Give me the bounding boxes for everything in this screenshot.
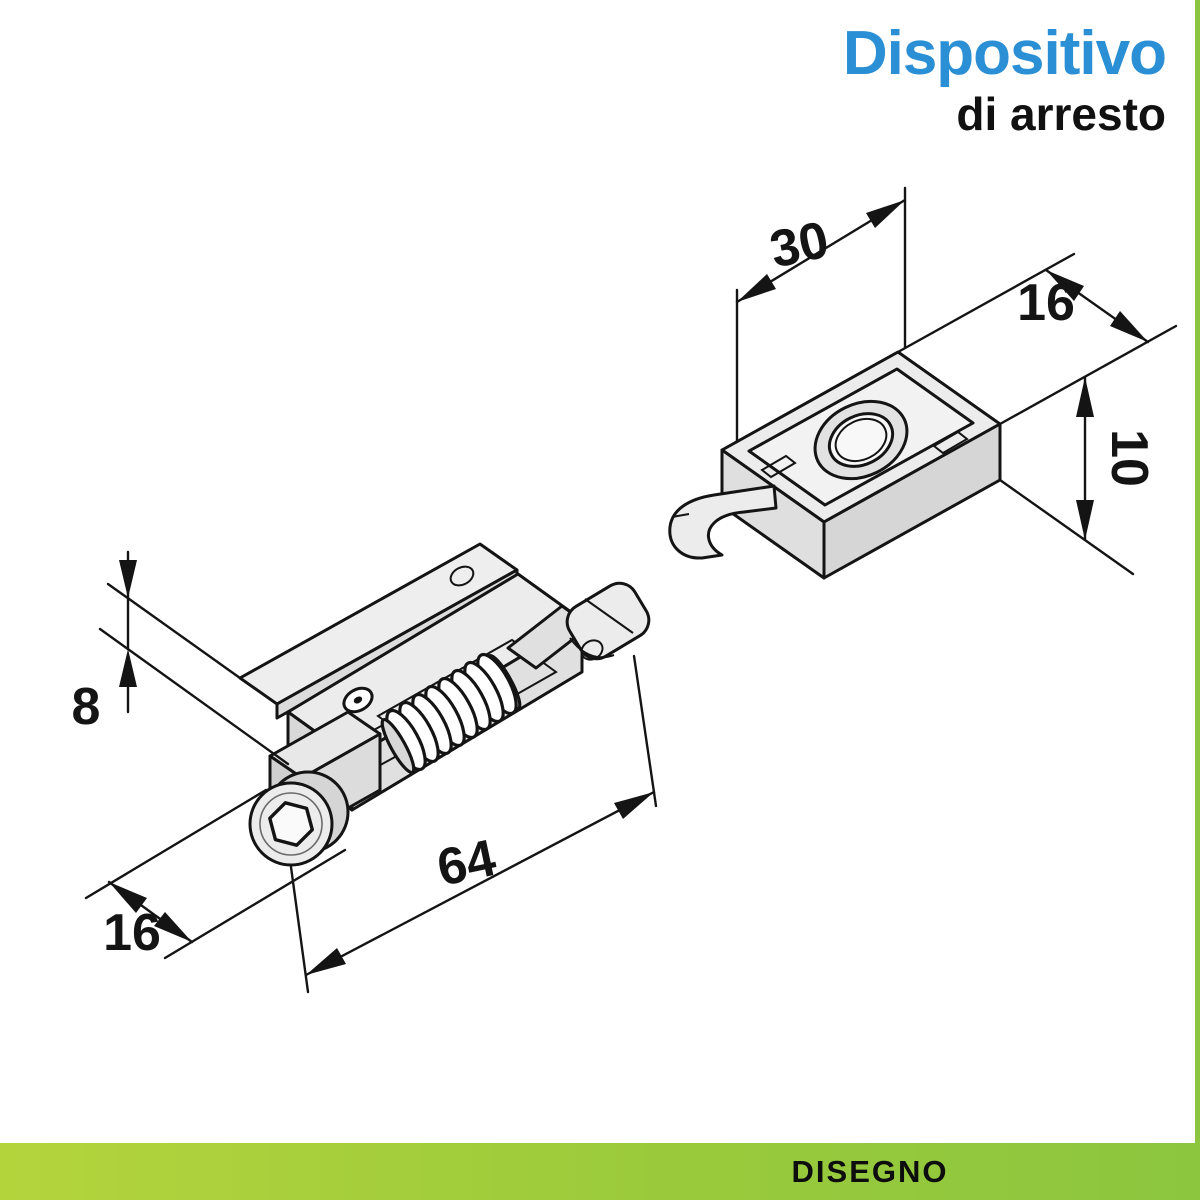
dim-label-16b: 16 (103, 904, 161, 962)
header: Dispositivo di arresto (842, 19, 1167, 141)
hook-notch (580, 639, 604, 661)
lower-part-drawing (238, 542, 651, 867)
upper-slot-right (932, 430, 969, 455)
upper-hook-notch-line (671, 513, 690, 518)
arrowhead (1076, 377, 1094, 417)
arrowhead (119, 560, 137, 598)
dim-label-16: 16 (1017, 274, 1075, 332)
arrowhead (119, 649, 137, 687)
dim-label-8: 8 (72, 678, 101, 736)
spring-washer-left (380, 717, 416, 775)
ext-line (289, 865, 310, 994)
arrowhead (154, 912, 192, 942)
dimension-16-top: 16 (896, 252, 1178, 426)
arrowhead (1076, 500, 1094, 540)
hook-head-edge-line (584, 598, 634, 634)
arrowhead (737, 274, 776, 302)
dimension-64: 64 (289, 654, 658, 994)
dim-label-30: 30 (765, 211, 834, 280)
body-screw-hole-dot (353, 696, 363, 704)
ext-line (106, 582, 242, 680)
arrowhead (306, 948, 346, 975)
ext-line (98, 627, 290, 766)
ext-line (896, 252, 1076, 354)
hook-slot (569, 637, 615, 659)
ext-line (163, 848, 347, 960)
arrowhead (866, 200, 905, 228)
threaded-hole-inner (834, 417, 888, 463)
plate-hole (449, 565, 475, 587)
ext-line (998, 478, 1135, 576)
screw-chamfer-ring (259, 792, 323, 856)
hook-head (565, 581, 651, 661)
coil-spring (380, 652, 522, 775)
ext-line (632, 654, 658, 808)
arrowhead (109, 882, 147, 913)
upper-slot-left (760, 454, 797, 479)
arrowhead (1110, 311, 1148, 342)
dimension-10: 10 (998, 375, 1158, 576)
page-subtitle: di arresto (956, 88, 1166, 141)
hex-socket-icon (268, 801, 314, 847)
upper-catch-hook (668, 484, 778, 560)
upper-front-face (720, 448, 826, 580)
dim-label-10: 10 (1100, 429, 1158, 487)
dim-label-64: 64 (432, 829, 501, 898)
ext-line (84, 788, 268, 900)
footer-bar: DISEGNO (0, 1143, 1200, 1200)
arrowhead (1046, 270, 1084, 301)
page-title: Dispositivo (842, 19, 1167, 88)
right-green-stripe (1195, 0, 1200, 1200)
footer-label: DISEGNO (791, 1153, 949, 1189)
dimension-16-bottom: 16 (84, 788, 347, 962)
upper-part-drawing (668, 350, 1002, 580)
dimension-8: 8 (72, 550, 290, 766)
arrowhead (614, 792, 654, 819)
dimension-30: 30 (735, 186, 907, 444)
dim-line (304, 790, 656, 977)
